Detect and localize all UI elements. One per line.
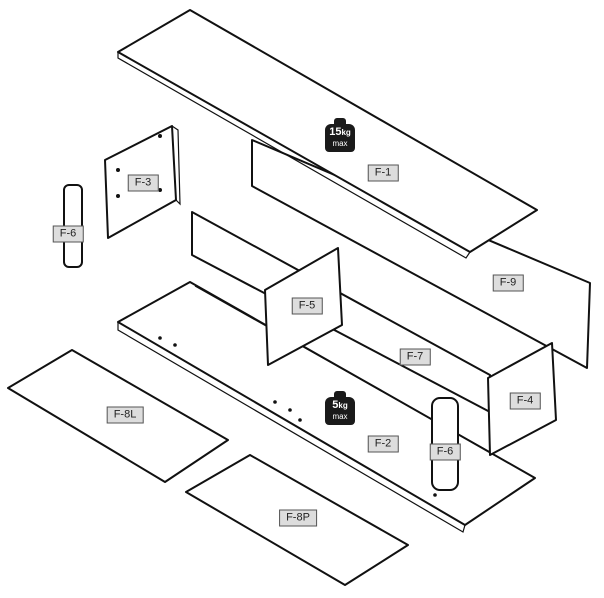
weight-value: 5 [332, 399, 339, 411]
label-f4: F-4 [509, 392, 541, 410]
label-f7: F-7 [399, 348, 431, 366]
base-edge [117, 322, 466, 533]
weight-note: max [332, 412, 348, 421]
weight-limit-top-icon: 15kg max [325, 118, 355, 152]
label-f8p: F-8P [279, 509, 317, 527]
label-f9: F-9 [492, 274, 524, 292]
weight-limit-base-icon: 5kg max [325, 391, 355, 425]
weight-unit: kg [341, 128, 351, 137]
label-f1: F-1 [367, 164, 399, 182]
top-shelf-edge [117, 52, 471, 259]
label-f2: F-2 [367, 435, 399, 453]
label-f8l: F-8L [106, 406, 144, 424]
side-panel-edge [171, 125, 181, 206]
weight-unit: kg [338, 401, 348, 410]
weight-value: 15 [329, 126, 342, 138]
weight-note: max [332, 139, 348, 148]
label-f3: F-3 [127, 174, 159, 192]
label-f6-right: F-6 [429, 443, 461, 461]
label-f5: F-5 [291, 297, 323, 315]
label-f6-left: F-6 [52, 225, 84, 243]
